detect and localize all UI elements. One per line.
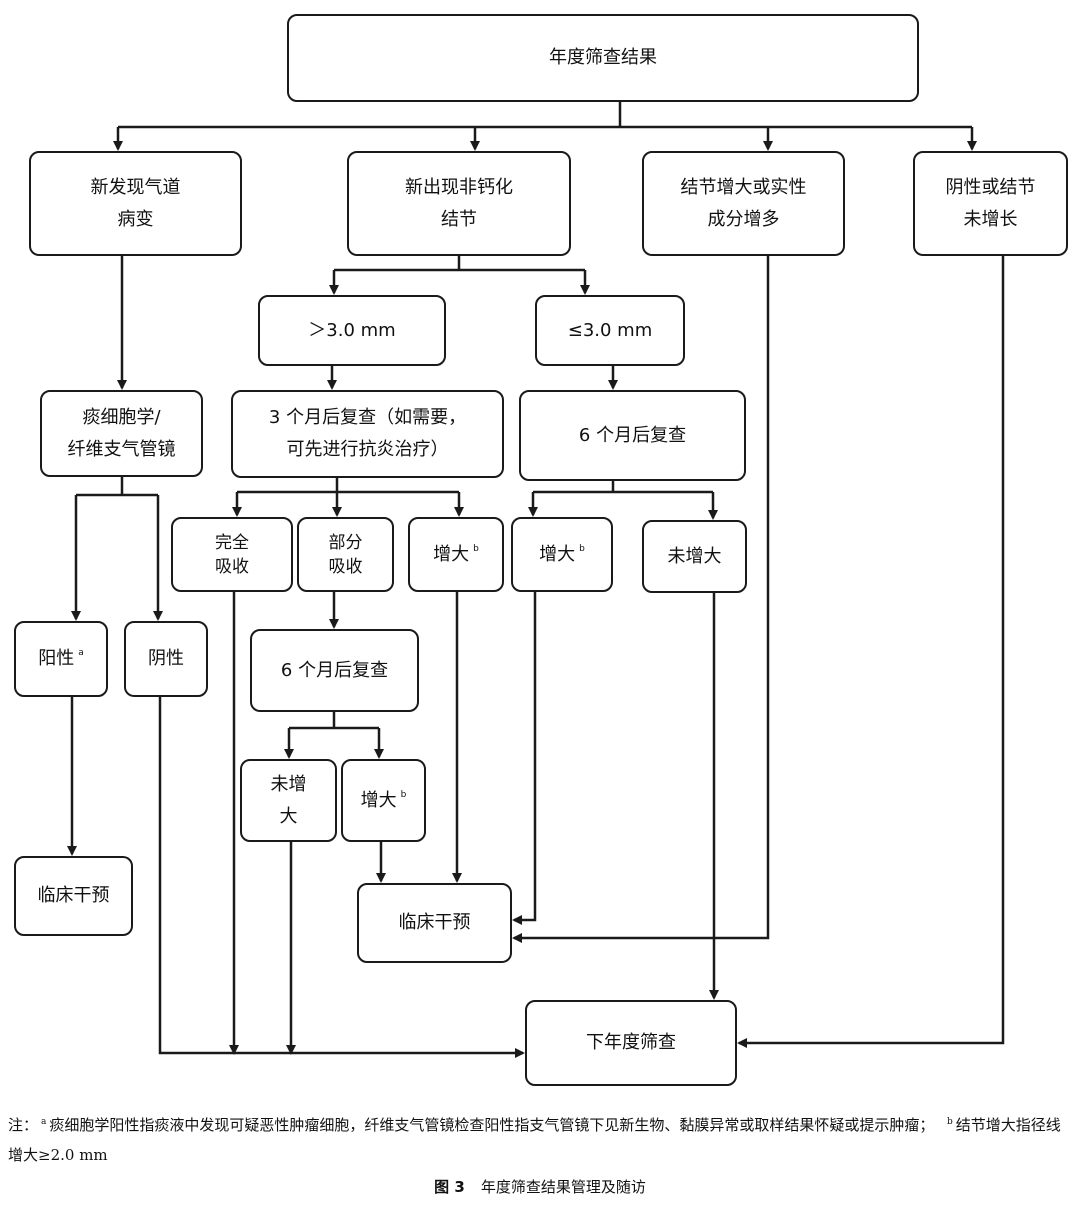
node-label: 年度筛查结果: [549, 47, 657, 68]
node-label-line2: 未增长: [963, 208, 1018, 230]
node-recheck-3-months: 3 个月后复查（如需要， 可先进行抗炎治疗）: [231, 390, 504, 478]
node-label: ≤3.0 mm: [567, 319, 653, 341]
node-annual-result: 年度筛查结果: [287, 14, 919, 102]
edge-line: [334, 255, 585, 272]
node-label: 下年度筛查: [586, 1032, 676, 1053]
figure-caption: 图 3 年度筛查结果管理及随访: [0, 1176, 1080, 1197]
edge-arrow: [512, 256, 770, 943]
node-gt-3mm: ＞3.0 mm: [258, 295, 446, 366]
node-label-line1: 部分: [328, 532, 363, 553]
node-label-line1: 3 个月后复查（如需要，: [268, 407, 467, 428]
edge-line: [118, 101, 972, 129]
superscript-b: b: [579, 543, 585, 554]
footnote-prefix: 注：: [8, 1116, 39, 1134]
footnote-text-a: 痰细胞学阳性指痰液中发现可疑恶性肿瘤细胞，纤维支气管镜检查阳性指支气管镜下见新生…: [49, 1116, 935, 1134]
edge-arrow: [158, 697, 525, 1058]
node-recheck-6-months-a: 6 个月后复查: [519, 390, 746, 481]
node-label-line1: 阴性或结节: [945, 176, 1036, 198]
node-partial-absorption: 部分 吸收: [297, 517, 394, 592]
node-negative: 阴性: [124, 621, 208, 697]
edge-arrow: [512, 592, 537, 925]
node-le-3mm: ≤3.0 mm: [535, 295, 685, 366]
node-label-line2: 病变: [117, 208, 154, 230]
node-label-line1: 结节增大或实性: [680, 176, 807, 198]
node-clinical-intervention-2: 临床干预: [357, 883, 512, 963]
footnote-text-b: 结节增大指径线增大≥2.0 mm: [8, 1116, 1061, 1164]
edge-line: [237, 478, 459, 494]
node-label-line2: 纤维支气管镜: [67, 438, 176, 460]
superscript-b: b: [400, 789, 407, 800]
node-new-airway-lesion: 新发现气道 病变: [29, 151, 242, 256]
node-not-enlarged-1: 未增大: [642, 520, 747, 593]
node-label: 临床干预: [398, 912, 471, 933]
flowchart-connectors: [67, 101, 1005, 1058]
edge-line: [289, 712, 379, 730]
node-new-noncalcified-nodule: 新出现非钙化 结节: [347, 151, 571, 256]
flowchart: 年度筛查结果 新发现气道 病变 新出现非钙化 结节 结节增大或实性 成分增多 阴…: [14, 14, 1068, 1086]
node-label-line2: 成分增多: [707, 208, 780, 230]
node-label-line1: 痰细胞学/: [82, 406, 161, 428]
node-label-line1: 完全: [215, 532, 249, 553]
node-label-text: 增大: [360, 789, 397, 811]
node-not-enlarged-2: 未增 大: [240, 759, 337, 842]
node-label: 6 个月后复查: [578, 424, 687, 446]
node-label-text: 增大: [433, 543, 470, 565]
node-label-line1: 新出现非钙化: [405, 176, 513, 198]
node-label-text: 阳性: [38, 648, 75, 669]
node-label-line2: 结节: [441, 208, 477, 230]
node-label-line2: 可先进行抗炎治疗）: [286, 439, 449, 460]
node-recheck-6-months-b: 6 个月后复查: [250, 629, 419, 712]
node-sputum-bronchoscopy: 痰细胞学/ 纤维支气管镜: [40, 390, 203, 477]
node-nodule-growth: 结节增大或实性 成分增多: [642, 151, 845, 256]
node-label: 6 个月后复查: [280, 659, 389, 681]
node-label-line2: 大: [279, 805, 298, 827]
node-label: 未增大: [667, 545, 722, 567]
node-label: 阴性: [148, 648, 184, 669]
superscript-a: a: [78, 648, 84, 658]
node-label-line2: 吸收: [215, 556, 249, 577]
superscript-b: b: [473, 543, 479, 554]
figure-title: 年度筛查结果管理及随访: [480, 1178, 646, 1196]
node-next-year-screening: 下年度筛查: [525, 1000, 737, 1086]
node-label: ＞3.0 mm: [308, 319, 396, 341]
node-label-line1: 新发现气道: [90, 176, 181, 198]
node-clinical-intervention-1: 临床干预: [14, 856, 133, 936]
footnote-sup-b: b: [946, 1117, 953, 1127]
edge-line: [533, 481, 713, 494]
node-label-text: 增大: [539, 543, 576, 565]
edge-line: [76, 477, 158, 497]
footnote-sup-a: a: [41, 1117, 47, 1127]
node-label-line2: 吸收: [328, 556, 363, 577]
node-label-line1: 未增: [270, 773, 307, 795]
node-complete-absorption: 完全 吸收: [171, 517, 293, 592]
node-negative-or-stable: 阴性或结节 未增长: [913, 151, 1068, 256]
node-label: 临床干预: [37, 885, 110, 906]
figure-label: 图 3: [434, 1178, 465, 1196]
edge-arrow: [737, 256, 1005, 1048]
